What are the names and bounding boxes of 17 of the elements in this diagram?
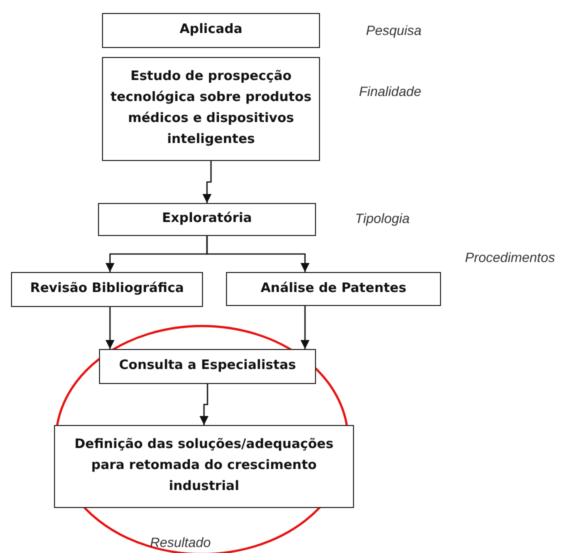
arrow xyxy=(206,236,310,272)
arrow xyxy=(199,384,209,425)
arrow xyxy=(202,161,212,203)
side-label: Pesquisa xyxy=(366,23,422,38)
process-box: Análise de Patentes xyxy=(226,272,441,306)
process-box: Revisão Bibliográfica xyxy=(11,272,203,307)
side-label: Procedimentos xyxy=(465,250,556,265)
process-box: Consulta a Especialistas xyxy=(99,349,316,384)
arrow xyxy=(105,307,115,349)
side-label: Tipologia xyxy=(355,211,410,226)
process-box: Estudo de prospecção tecnológica sobre produtos médicos e dispositivos inteligentes xyxy=(102,57,320,161)
process-box: Definição das soluções/adequações para retomada do crescimento industrial xyxy=(54,425,354,508)
side-label: Finalidade xyxy=(359,84,422,99)
arrow xyxy=(300,306,310,349)
process-box: Aplicada xyxy=(102,13,320,48)
side-label: Resultado xyxy=(150,535,211,550)
process-box: Exploratória xyxy=(98,203,316,236)
